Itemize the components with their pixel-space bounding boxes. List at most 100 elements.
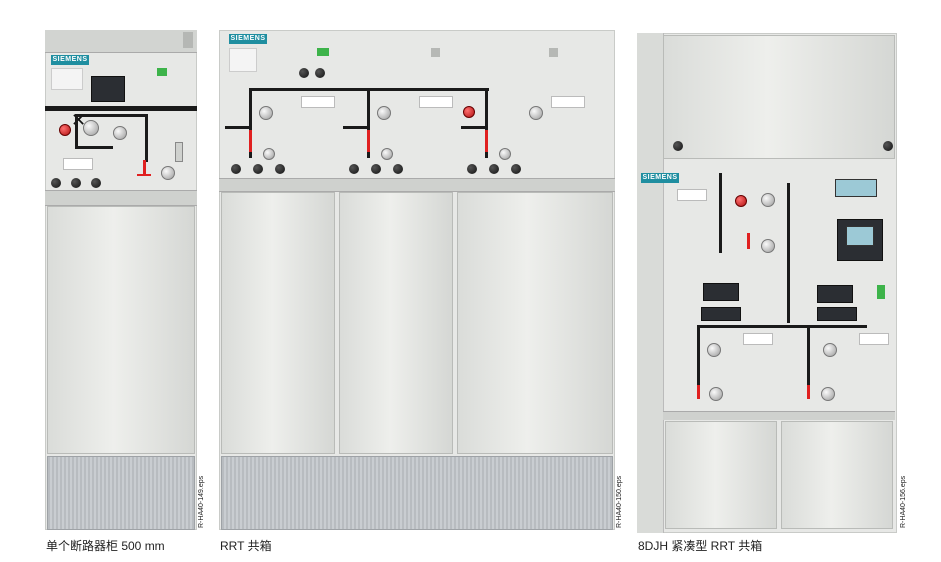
socket-icon bbox=[489, 164, 499, 174]
green-status-indicator bbox=[877, 285, 885, 299]
socket-icon bbox=[231, 164, 241, 174]
socket-icon bbox=[467, 164, 477, 174]
key-interlock bbox=[175, 142, 183, 162]
earthing-switch-knob bbox=[761, 239, 775, 253]
side-label-photo-2: R-HA40-150.eps bbox=[616, 475, 623, 528]
earthing-switch-knob bbox=[161, 166, 175, 180]
earthing-symbol-red bbox=[747, 233, 750, 249]
earthing-symbol-red bbox=[807, 385, 810, 399]
blank-label-plate bbox=[419, 96, 453, 108]
socket-icon bbox=[253, 164, 263, 174]
socket-icon bbox=[51, 178, 61, 188]
nameplate bbox=[51, 68, 83, 90]
socket-icon bbox=[393, 164, 403, 174]
blank-label-plate bbox=[63, 158, 93, 170]
blank-label-plate bbox=[677, 189, 707, 201]
socket-row bbox=[467, 164, 567, 174]
protection-relay-unit bbox=[837, 219, 883, 261]
panel-divider-strip bbox=[663, 411, 895, 420]
load-break-switch-knob bbox=[259, 106, 273, 120]
photo-single-breaker-panel: SIEMENS ✕ bbox=[45, 30, 197, 530]
mimic-busbar-vertical bbox=[145, 114, 148, 162]
earthing-symbol-red bbox=[249, 130, 252, 152]
left-side-wall bbox=[637, 33, 664, 533]
siemens-logo: SIEMENS bbox=[51, 55, 89, 65]
mimic-feeder-2 bbox=[343, 126, 369, 129]
red-push-button bbox=[463, 106, 475, 118]
socket-icon bbox=[349, 164, 359, 174]
base-plinth bbox=[221, 456, 613, 530]
socket-icon bbox=[91, 178, 101, 188]
nameplate bbox=[229, 48, 257, 72]
disconnector-knob bbox=[113, 126, 127, 140]
blank-label-plate bbox=[743, 333, 773, 345]
mimic-busbar-vertical bbox=[787, 183, 790, 323]
cable-compartment-door-2 bbox=[781, 421, 893, 529]
corner-screw-square bbox=[431, 48, 440, 57]
earthing-switch-knob bbox=[499, 148, 511, 160]
caption-photo-1: 单个断路器柜 500 mm bbox=[46, 539, 165, 553]
load-break-switch-knob bbox=[529, 106, 543, 120]
siemens-logo: SIEMENS bbox=[641, 173, 679, 183]
load-break-switch-knob bbox=[377, 106, 391, 120]
blank-label-plate bbox=[859, 333, 889, 345]
mimic-feeder-2 bbox=[807, 325, 810, 385]
load-break-switch-knob bbox=[707, 343, 721, 357]
mimic-feeder-line bbox=[75, 114, 78, 148]
caption-photo-3: 8DJH 紧凑型 RRT 共箱 bbox=[638, 539, 763, 553]
mimic-feeder-1 bbox=[225, 126, 251, 129]
breaker-operating-knob bbox=[83, 120, 99, 136]
panel-top-cover bbox=[45, 30, 197, 53]
earthing-symbol-red bbox=[367, 130, 370, 152]
red-push-button bbox=[59, 124, 71, 136]
socket-row bbox=[349, 164, 449, 174]
photo-rrt-block: SIEMENS bbox=[219, 30, 615, 530]
side-label-photo-3: R-HA40-156.eps bbox=[900, 475, 907, 528]
black-control-band bbox=[45, 106, 197, 111]
door-lock-knob bbox=[883, 141, 893, 151]
green-status-indicator bbox=[157, 68, 167, 76]
red-push-button bbox=[735, 195, 747, 207]
capacitive-indicator bbox=[299, 68, 309, 78]
cable-compartment-door-1 bbox=[665, 421, 777, 529]
upper-low-voltage-door bbox=[663, 35, 895, 159]
panel-divider-strip bbox=[219, 178, 615, 192]
load-break-switch-knob bbox=[823, 343, 837, 357]
mimic-feeder-3 bbox=[461, 126, 487, 129]
socket-icon bbox=[511, 164, 521, 174]
mimic-feeder-1 bbox=[697, 325, 700, 385]
mimic-busbar-drop-3 bbox=[485, 88, 488, 158]
earthing-symbol-red bbox=[485, 130, 488, 152]
earthing-switch-knob bbox=[709, 387, 723, 401]
multifunction-meter bbox=[817, 285, 853, 303]
cable-compartment-door-2 bbox=[339, 192, 453, 454]
top-cover-hinge bbox=[183, 32, 193, 48]
mimic-busbar-vertical bbox=[719, 173, 722, 253]
siemens-logo: SIEMENS bbox=[229, 34, 267, 44]
caption-photo-2: RRT 共箱 bbox=[220, 539, 272, 553]
capacitive-indicator bbox=[315, 68, 325, 78]
mimic-busbar-horizontal bbox=[75, 114, 147, 117]
earthing-switch-knob bbox=[821, 387, 835, 401]
mimic-busbar-drop-2 bbox=[367, 88, 370, 158]
mimic-busbar-drop-1 bbox=[249, 88, 252, 158]
indicator-display bbox=[91, 76, 125, 102]
blank-label-plate bbox=[301, 96, 335, 108]
protection-relay-display bbox=[835, 179, 877, 197]
mimic-busbar-horizontal bbox=[697, 325, 867, 328]
socket-row bbox=[51, 178, 121, 188]
multifunction-meter bbox=[703, 283, 739, 301]
cable-compartment-door-1 bbox=[221, 192, 335, 454]
earthing-switch-knob bbox=[381, 148, 393, 160]
earthing-switch-knob bbox=[263, 148, 275, 160]
corner-screw-square bbox=[549, 48, 558, 57]
control-unit bbox=[817, 307, 857, 321]
green-status-indicator bbox=[317, 48, 329, 56]
control-unit bbox=[701, 307, 741, 321]
cable-compartment-door-3 bbox=[457, 192, 613, 454]
earthing-symbol-red bbox=[143, 160, 146, 174]
panel-divider-strip bbox=[45, 190, 197, 206]
blank-label-plate bbox=[551, 96, 585, 108]
socket-icon bbox=[71, 178, 81, 188]
socket-icon bbox=[371, 164, 381, 174]
